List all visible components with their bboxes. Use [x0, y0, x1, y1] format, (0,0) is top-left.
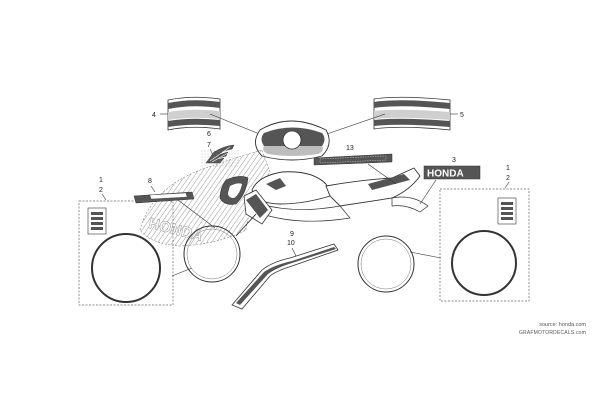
rim-tape-left-label: [87, 207, 107, 235]
rim-tape-box-right: [439, 188, 530, 302]
front-wheel: [183, 225, 241, 283]
tank-wordmark: HONDA: [427, 169, 464, 180]
leader-8: [150, 185, 156, 193]
leader-rim-right: [409, 251, 442, 259]
fairing-outline: HONDA: [139, 149, 271, 247]
fuel-tank-top-view: [255, 120, 330, 161]
rim-tape-box-left: [78, 200, 174, 306]
decal-13-tank-strip: [313, 153, 393, 166]
callout-7: 7: [207, 142, 211, 149]
watermark-text: GRAFMOTORDECALS.com: [518, 330, 586, 336]
callout-13: 13: [346, 145, 354, 152]
leader-4-tank: [209, 113, 263, 136]
decal-9-10-swingarm-strip: [231, 243, 339, 310]
rear-wheel: [357, 235, 415, 293]
leader-1-2-right: [504, 181, 510, 189]
decal-5-right-stripe: [373, 96, 451, 131]
decal-8-side-strip: [133, 191, 195, 204]
callout-10: 10: [287, 240, 295, 247]
callout-2-right: 2: [506, 175, 510, 182]
leader-rim-left: [171, 267, 193, 277]
callout-5: 5: [460, 112, 464, 119]
decal-4-left-stripe: [167, 96, 221, 131]
leader-3: [419, 179, 437, 205]
leader-13: [367, 163, 397, 185]
callout-9: 9: [290, 231, 294, 238]
callout-2-left: 2: [99, 187, 103, 194]
leader-8-bike: [177, 199, 216, 229]
leader-5-tank: [323, 113, 386, 136]
decal-3-honda-wordmark: HONDA: [423, 165, 481, 180]
callout-3: 3: [452, 157, 456, 164]
callout-8: 8: [148, 178, 152, 185]
rim-tape-right-label: [497, 197, 517, 225]
leader-9-10: [291, 247, 297, 257]
callout-4: 4: [152, 112, 156, 119]
source-credit: source: honda.com: [539, 322, 586, 328]
callout-6: 6: [207, 131, 211, 138]
leader-1-2-left: [101, 193, 107, 201]
motorcycle-body: [235, 167, 429, 237]
callout-1-right: 1: [506, 165, 510, 172]
ghost-shading: [200, 150, 240, 168]
callout-1-left: 1: [99, 177, 103, 184]
